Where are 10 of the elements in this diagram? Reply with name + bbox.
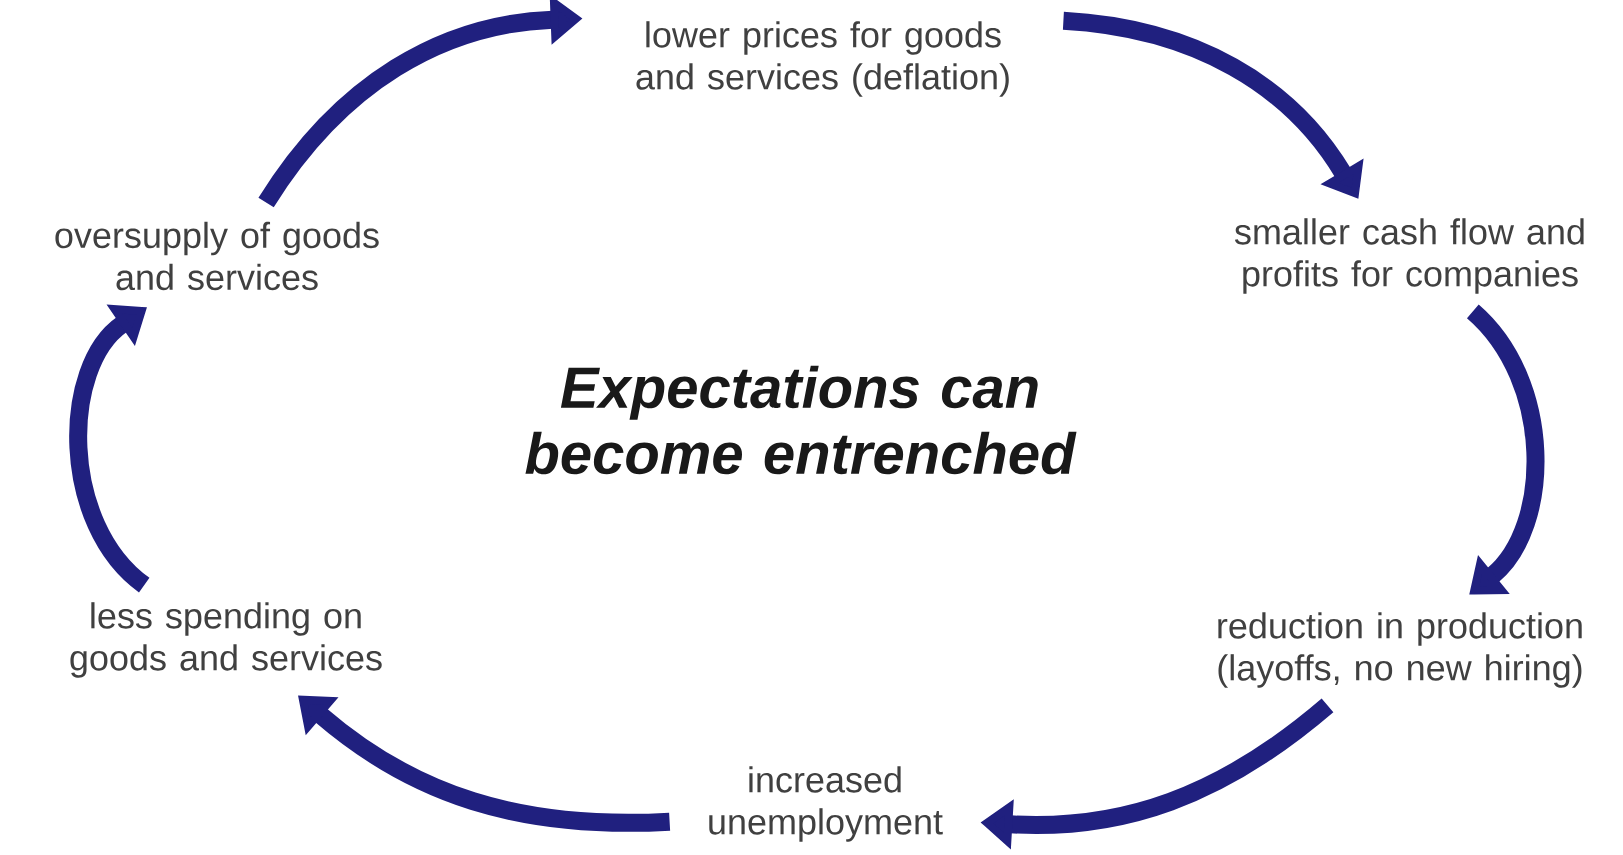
cycle-step-text: increased unemployment <box>709 766 943 842</box>
center-caption: Expectations can become entrenched <box>525 365 1077 475</box>
curved-arrow <box>1466 305 1545 595</box>
cycle-step-text: oversupply of goods and services <box>55 221 379 291</box>
curved-arrow <box>69 304 151 592</box>
cycle-step-text: smaller cash flow and profits for companies <box>1234 218 1584 294</box>
cycle-step-text: reduction in production (layoffs, no new hiring) <box>1218 612 1582 688</box>
cycle-step-text: less spending on goods and services <box>70 602 382 678</box>
curved-arrow <box>298 695 670 832</box>
cycle-step-text: lower prices for goods and services (deflation) <box>636 21 1009 97</box>
